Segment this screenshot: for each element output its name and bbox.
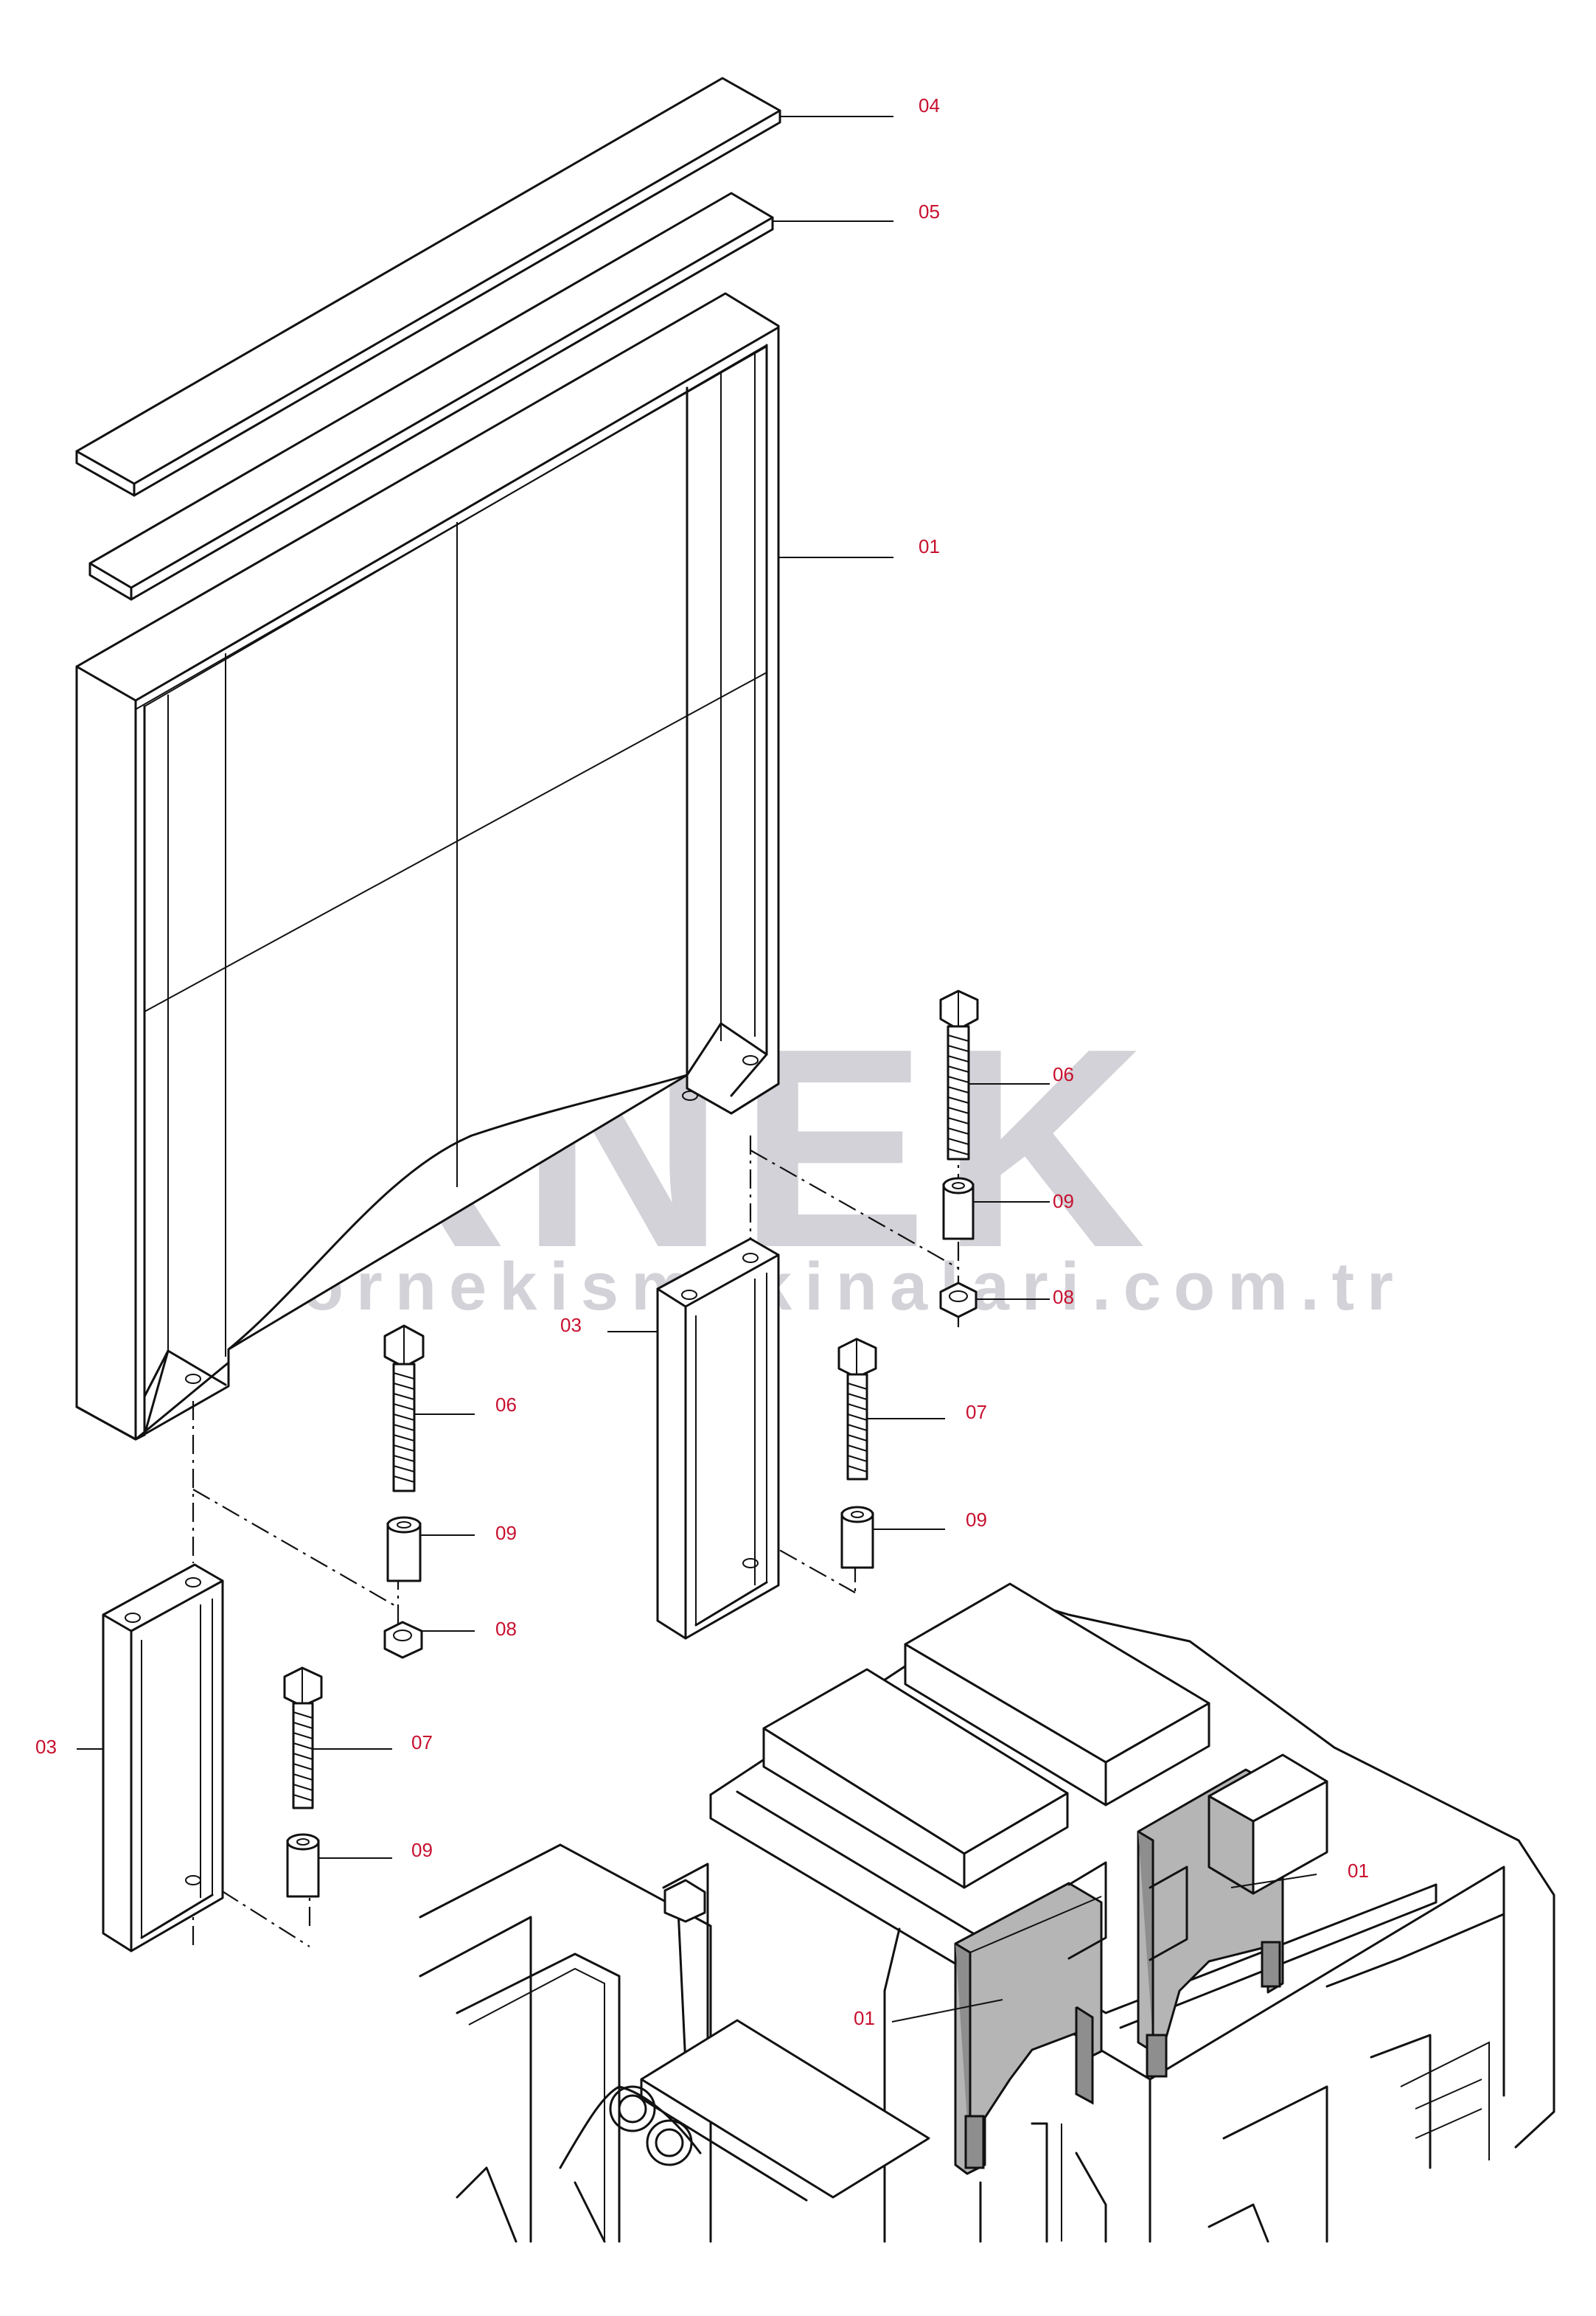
- callout-08-right: 08: [1053, 1286, 1074, 1308]
- bolt-07-left: [283, 1666, 392, 1809]
- callout-04: 04: [919, 94, 940, 117]
- callout-09-left-low: 09: [411, 1839, 433, 1861]
- callout-09-right-top: 09: [1053, 1190, 1074, 1212]
- spacer-09-left-top: [386, 1516, 475, 1582]
- callout-03-lower: 03: [35, 1736, 57, 1758]
- part-04-cover-strip: [75, 77, 893, 497]
- part-03-post-upper: [607, 1237, 780, 1640]
- part-01-installed: [891, 1753, 1328, 2175]
- callout-06-left: 06: [495, 1394, 517, 1416]
- part-05-flat-strip: [88, 192, 893, 601]
- callout-01-frame: 01: [919, 535, 940, 557]
- callout-09-right-mid: 09: [966, 1509, 987, 1531]
- part-01-main-frame: [75, 292, 893, 1441]
- spacer-09-right-top: [942, 1177, 1050, 1240]
- bolt-06-right: [939, 990, 1050, 1161]
- callout-07-right: 07: [966, 1401, 987, 1423]
- callout-03-upper: 03: [560, 1314, 582, 1336]
- spacer-09-left-low: [286, 1833, 392, 1898]
- callout-09-left-top: 09: [495, 1522, 517, 1544]
- callout-08-left: 08: [495, 1618, 517, 1640]
- nut-08-right: [939, 1282, 1050, 1318]
- callout-labels: 04 05 01 06 09 08 03 06 07 09 09 08 03 0…: [35, 94, 1369, 2029]
- nut-08-left: [383, 1621, 475, 1659]
- callout-07-left: 07: [411, 1731, 433, 1753]
- callout-05: 05: [919, 201, 940, 223]
- callout-01-installed-front: 01: [854, 2007, 875, 2029]
- callout-06-right: 06: [1053, 1063, 1074, 1085]
- bolt-07-right: [837, 1338, 945, 1481]
- callout-01-installed-rear: 01: [1348, 1860, 1369, 1882]
- machine-context: [419, 1582, 1555, 2243]
- spacer-09-right-mid: [840, 1506, 945, 1569]
- bolt-06-left: [383, 1324, 475, 1492]
- part-03-post-lower: [77, 1563, 224, 1952]
